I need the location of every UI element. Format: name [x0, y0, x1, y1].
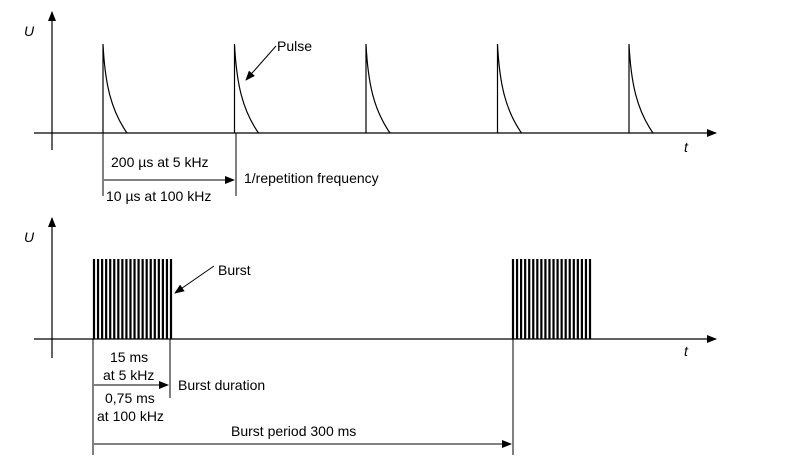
burst-train	[92, 259, 592, 339]
bottom-y-axis-label: U	[24, 229, 35, 245]
burst-label: Burst	[218, 262, 251, 278]
top-x-axis-label: t	[684, 139, 689, 155]
pulse	[496, 43, 522, 134]
pulse	[365, 43, 391, 134]
bottom-x-axis-label: t	[684, 343, 689, 359]
pulse	[102, 43, 128, 134]
top-diagram: U t Pulse 200 µs at 5 kHz 1/repetition f…	[24, 11, 717, 204]
duration-label-burst-duration: Burst duration	[178, 377, 265, 393]
interval-label-200us: 200 µs at 5 kHz	[111, 154, 209, 170]
pulse	[628, 43, 654, 134]
top-y-axis-label: U	[24, 23, 35, 39]
interval-label-10us: 10 µs at 100 kHz	[106, 188, 211, 204]
pulse-label: Pulse	[277, 38, 312, 54]
pulse	[233, 43, 259, 134]
duration-label-at-5khz: at 5 kHz	[103, 367, 154, 383]
pulse-pointer-arrow	[245, 45, 277, 81]
duration-label-15ms: 15 ms	[110, 349, 148, 365]
burst-period-label: Burst period 300 ms	[231, 423, 356, 439]
bottom-diagram: U t Burst 15 ms at 5 kHz Burst duration …	[24, 217, 717, 455]
interval-label-repetition: 1/repetition frequency	[244, 170, 379, 186]
duration-label-at-100khz: at 100 kHz	[97, 408, 164, 424]
burst-pointer-arrow	[174, 265, 215, 294]
duration-label-075ms: 0,75 ms	[105, 390, 155, 406]
pulse-train	[102, 43, 654, 134]
